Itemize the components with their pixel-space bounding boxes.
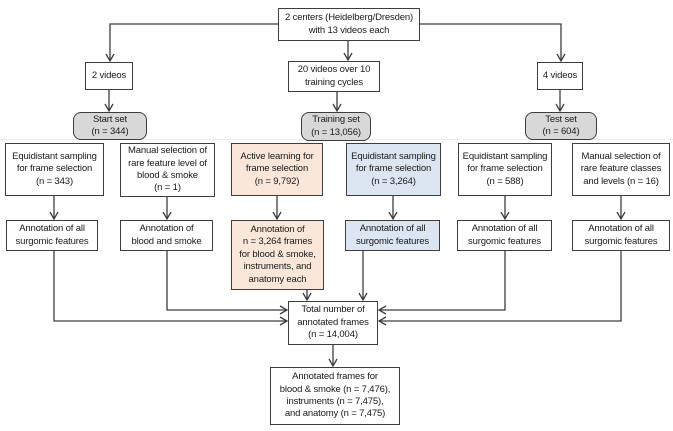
training-videos-box: 20 videos over 10 training cycles: [288, 61, 380, 92]
total-frames-box: Total number of annotated frames (n = 14…: [288, 301, 378, 345]
annotation-box-all-features-start: Annotation of all surgomic features: [6, 220, 98, 251]
annotation-box-all-features-test2: Annotation of all surgomic features: [572, 220, 670, 251]
source-box: 2 centers (Heidelberg/Dresden) with 13 v…: [278, 8, 420, 41]
test-videos-box: 4 videos: [537, 62, 583, 90]
start-set-box: Start set (n = 344): [73, 112, 147, 140]
arrow-annotation1-to-total: [53, 251, 289, 326]
arrow-annotation6-to-total: [377, 251, 622, 326]
selection-box-manual-start: Manual selection of rare feature level o…: [120, 143, 215, 197]
test-set-box: Test set (n = 604): [525, 112, 597, 140]
final-annotated-frames-box: Annotated frames for blood & smoke (n = …: [270, 367, 400, 425]
selection-box-equidistant-start: Equidistant sampling for frame selection…: [5, 143, 104, 196]
arrow-annotation2-to-total: [166, 251, 289, 315]
selection-box-equidistant-training: Equidistant sampling for frame selection…: [346, 143, 441, 196]
arrow-source-to-test-videos: [420, 23, 566, 63]
annotation-box-blood-smoke: Annotation of blood and smoke: [120, 220, 213, 251]
arrow-source-to-start-videos: [105, 23, 278, 63]
selection-box-active-learning: Active learning for frame selection (n =…: [231, 143, 323, 196]
annotation-box-active-learning-frames: Annotation of n = 3,264 frames for blood…: [231, 220, 324, 290]
annotation-box-all-features-training: Annotation of all surgomic features: [345, 220, 440, 251]
selection-box-manual-test: Manual selection of rare feature classes…: [572, 143, 670, 196]
arrow-annotation5-to-total: [377, 251, 506, 315]
selection-box-equidistant-test: Equidistant sampling for frame selection…: [458, 143, 552, 196]
training-set-box: Training set (n = 13,056): [301, 112, 371, 141]
start-videos-box: 2 videos: [85, 62, 133, 90]
annotation-box-all-features-test1: Annotation of all surgomic features: [457, 220, 552, 251]
